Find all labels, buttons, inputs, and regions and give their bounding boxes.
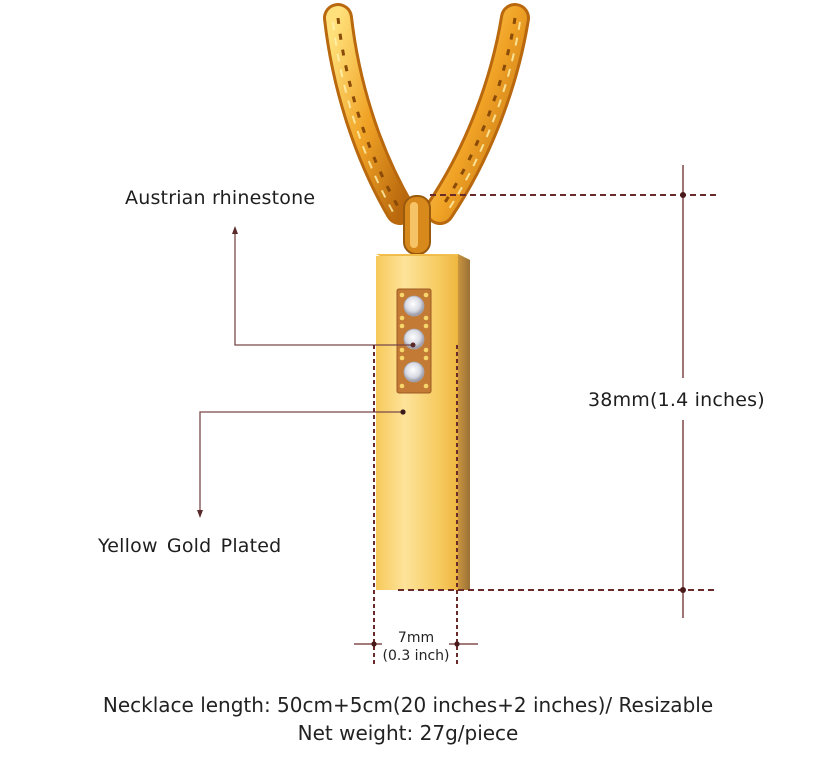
rhinestone-pointer xyxy=(232,226,416,348)
width-inch-label: (0.3 inch) xyxy=(382,648,450,664)
chain-right-strand xyxy=(425,3,530,225)
height-dimension xyxy=(398,165,718,618)
height-dimension-label: 38mm(1.4 inches) xyxy=(588,389,765,411)
rhinestone-1 xyxy=(403,295,425,317)
pendant-bail xyxy=(403,195,431,255)
plating-pointer xyxy=(197,409,406,518)
rhinestone-3 xyxy=(403,361,425,383)
chain-left-strand xyxy=(323,3,415,225)
necklace-length-spec: Necklace length: 50cm+5cm(20 inches+2 in… xyxy=(102,693,714,717)
plating-label: Yellow Gold Plated xyxy=(98,535,282,557)
width-dimension xyxy=(354,345,478,665)
rhinestone-2 xyxy=(403,328,425,350)
pendant-bar xyxy=(376,254,470,590)
net-weight-spec: Net weight: 27g/piece xyxy=(297,721,519,745)
width-mm-label: 7mm xyxy=(397,630,435,646)
rhinestone-label: Austrian rhinestone xyxy=(125,187,316,209)
